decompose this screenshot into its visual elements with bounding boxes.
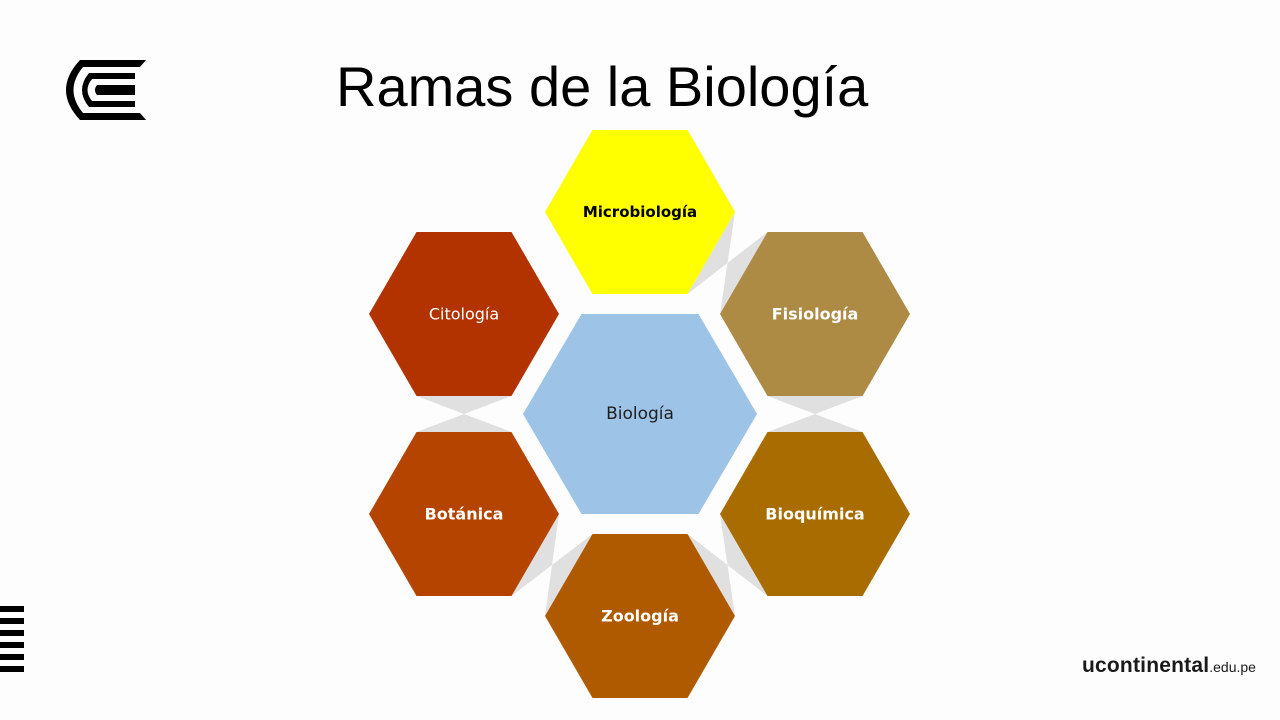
hex-branch-shape-fisiologia (720, 232, 910, 396)
hex-branch-citologia: Citología (369, 232, 559, 396)
hex-branch-shape-microbiologia (545, 130, 735, 294)
horizontal-bars-icon (0, 606, 24, 672)
brand-domain: .edu.pe (1209, 659, 1256, 675)
connector-zoologia-botanica (511, 514, 593, 616)
connector-bioquimica-zoologia (687, 514, 768, 616)
hex-branch-shape-botanica (369, 432, 559, 596)
hex-branch-shape-bioquimica (720, 432, 910, 596)
hex-branch-shape-zoologia (545, 534, 735, 698)
hex-center-biologia: Biología (523, 314, 757, 514)
hex-branch-fisiologia: Fisiología (720, 232, 910, 396)
connector-microbiologia-fisiologia (687, 212, 768, 314)
hex-branch-label-microbiologia: Microbiología (583, 203, 697, 221)
slide-title: Ramas de la Biología (336, 55, 869, 118)
hex-branch-label-bioquimica: Bioquímica (765, 505, 864, 524)
hex-branch-bioquimica: Bioquímica (720, 432, 910, 596)
brand-wordmark: ucontinental.edu.pe (1082, 654, 1256, 678)
hex-branch-zoologia: Zoología (545, 534, 735, 698)
hex-branch-label-fisiologia: Fisiología (772, 305, 859, 324)
hex-branch-label-zoologia: Zoología (601, 607, 679, 626)
connector-botanica-citologia (416, 396, 512, 432)
connector-fisiologia-bioquimica (767, 396, 863, 432)
concentric-c-logo-icon (66, 60, 146, 120)
hex-center-shape (523, 314, 757, 514)
hex-center-label: Biología (606, 404, 674, 424)
hex-branch-botanica: Botánica (369, 432, 559, 596)
hex-branch-microbiologia: Microbiología (545, 130, 735, 294)
hex-branch-label-citologia: Citología (429, 305, 499, 324)
hex-branch-shape-citologia (369, 232, 559, 396)
brand-name: ucontinental (1082, 654, 1210, 677)
hex-branch-label-botanica: Botánica (425, 505, 504, 524)
